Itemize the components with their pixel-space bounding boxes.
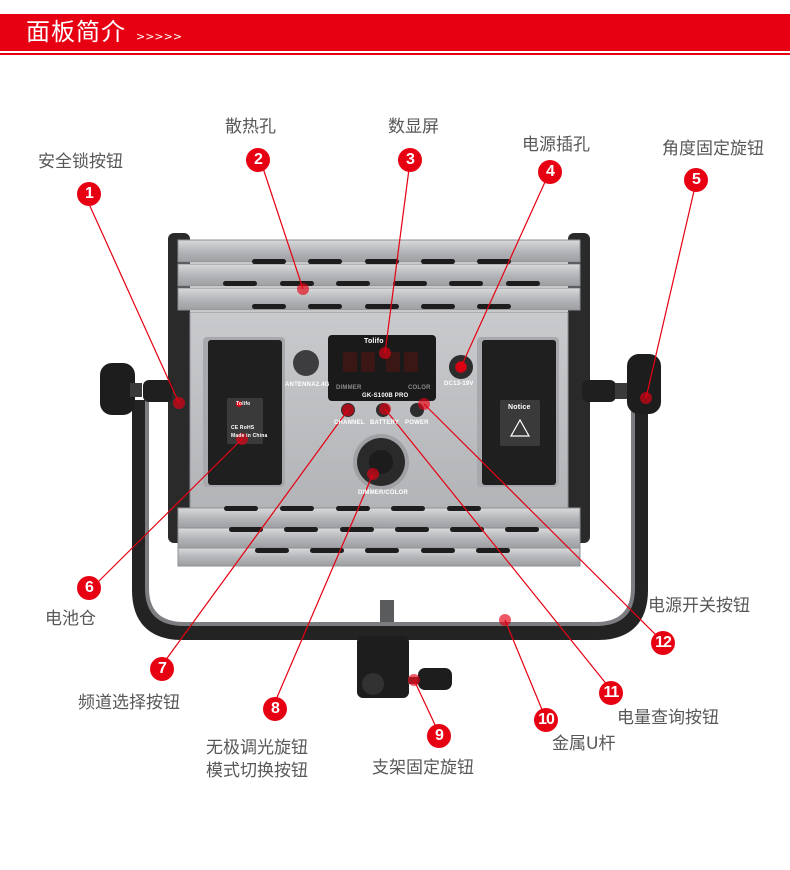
- callout-label-2: 散热孔: [225, 117, 276, 137]
- callout-label-7: 频道选择按钮: [78, 693, 180, 713]
- section-title: 面板简介: [26, 18, 126, 46]
- callout-badge-11: 11: [599, 681, 623, 705]
- callout-leader-lines: [88, 167, 695, 730]
- angle-lock-knob-left: [100, 363, 180, 415]
- header-arrows-icon: >>>>>: [136, 30, 183, 43]
- heat-vents-bottom: [224, 506, 539, 553]
- metal-u-bar: [132, 400, 648, 640]
- battery-compartment-right: [477, 337, 559, 487]
- callout-badge-4: 4: [538, 160, 562, 184]
- callout-badge-9: 9: [427, 724, 451, 748]
- callout-badge-6: 6: [77, 576, 101, 600]
- callout-label-6: 电池仓: [45, 609, 96, 629]
- callout-label-8b: 模式切换按钮: [206, 761, 308, 781]
- channel-label: CHANNEL: [334, 420, 365, 426]
- callout-label-3: 数显屏: [388, 117, 439, 137]
- header-underline: [0, 53, 790, 55]
- callout-badge-12: 12: [651, 631, 675, 655]
- battery-sticker-marks: CE RoHS: [231, 425, 255, 431]
- battery-sticker-footer: Made in China: [231, 433, 268, 439]
- callout-label-11: 电量查询按钮: [617, 708, 719, 728]
- antenna-icon: [293, 350, 319, 376]
- dc-label: DC13-19V: [444, 381, 474, 387]
- callout-badge-5: 5: [684, 168, 708, 192]
- display-color-label: COLOR: [408, 385, 431, 391]
- notice-sticker-label: Notice: [508, 404, 531, 411]
- digital-display: [328, 335, 436, 401]
- power-label: POWER: [405, 420, 429, 426]
- model-label: GK-S100B PRO: [362, 393, 409, 399]
- callout-label-5: 角度固定旋钮: [662, 139, 764, 159]
- dimmer-color-label: DIMMER/COLOR: [358, 490, 409, 496]
- callout-label-1: 安全锁按钮: [38, 152, 123, 172]
- section-header-bar: [0, 14, 790, 51]
- callout-label-4: 电源插孔: [522, 135, 590, 155]
- callout-label-8a: 无极调光旋钮: [206, 738, 308, 758]
- callout-badge-10: 10: [534, 708, 558, 732]
- antenna-label: ANTENNA2.4G: [285, 382, 330, 388]
- callout-badge-3: 3: [398, 148, 422, 172]
- callout-label-9: 支架固定旋钮: [372, 758, 474, 778]
- callout-badge-1: 1: [77, 182, 101, 206]
- callout-label-12: 电源开关按钮: [648, 596, 750, 616]
- callout-label-10: 金属U杆: [552, 734, 616, 754]
- battery-label: BATTERY: [370, 420, 400, 426]
- callout-badge-7: 7: [150, 657, 174, 681]
- stand-mount: [357, 600, 452, 698]
- display-brand: Tolifo: [364, 338, 384, 345]
- battery-sticker-brand: Tolifo: [236, 401, 251, 407]
- display-dimmer-label: DIMMER: [336, 385, 362, 391]
- callout-badge-2: 2: [246, 148, 270, 172]
- battery-compartment-left: [203, 337, 285, 487]
- heat-vents-top: [223, 259, 540, 309]
- callout-badge-8: 8: [263, 697, 287, 721]
